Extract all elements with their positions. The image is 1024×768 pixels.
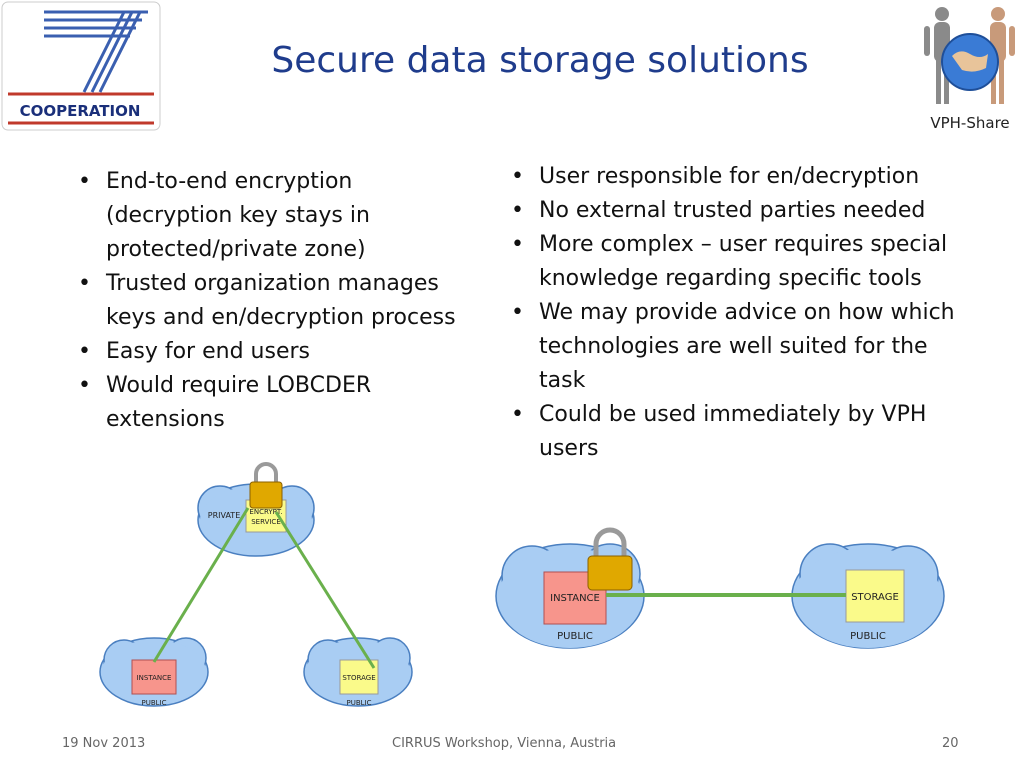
- public-label: PUBLIC: [850, 631, 886, 642]
- instance-label: INSTANCE: [137, 674, 172, 682]
- padlock-icon: [587, 527, 633, 591]
- right-bullet: No external trusted parties needed: [507, 194, 977, 228]
- page-number: 20: [942, 736, 959, 751]
- left-bullet-list: End-to-end encryption (decryption key st…: [74, 165, 474, 437]
- left-bullet: Easy for end users: [74, 335, 474, 369]
- right-bullet: Could be used immediately by VPH users: [507, 398, 977, 466]
- padlock-icon: [249, 462, 283, 509]
- footer-date: 19 Nov 2013: [62, 736, 146, 751]
- vph-share-logo: VPH-Share: [924, 7, 1015, 132]
- cooperation-logo-text: COOPERATION: [20, 102, 141, 120]
- right-bullet: We may provide advice on how which techn…: [507, 296, 977, 398]
- slide-title: Secure data storage solutions: [271, 40, 809, 81]
- public-label: PUBLIC: [557, 631, 593, 642]
- right-bullet: More complex – user requires special kno…: [507, 228, 977, 296]
- left-bullet: End-to-end encryption (decryption key st…: [74, 165, 474, 267]
- left-bullet: Trusted organization manages keys and en…: [74, 267, 474, 335]
- service-label: SERVICE: [251, 518, 281, 526]
- instance-label: INSTANCE: [550, 593, 600, 604]
- storage-box: [339, 659, 379, 695]
- storage-label: STORAGE: [851, 592, 899, 603]
- storage-box: [845, 569, 905, 623]
- link-line: [152, 507, 250, 663]
- public-label: PUBLIC: [142, 699, 167, 707]
- right-bullet-list: User responsible for en/decryption No ex…: [507, 160, 977, 466]
- instance-box: [131, 659, 177, 695]
- storage-label: STORAGE: [342, 674, 375, 682]
- vph-share-logo-text: VPH-Share: [930, 114, 1009, 132]
- public-label: PUBLIC: [347, 699, 372, 707]
- encryption-service-diagram: PRIVATE ENCRYPT. SERVICE INSTANCE PUBLIC…: [99, 462, 413, 707]
- left-bullet: Would require LOBCDER extensions: [74, 369, 474, 437]
- link-line: [274, 511, 376, 669]
- fp7-cooperation-logo: COOPERATION: [1, 1, 161, 131]
- private-label: PRIVATE: [208, 511, 241, 520]
- right-bullet: User responsible for en/decryption: [507, 160, 977, 194]
- encrypt-label: ENCRYPT.: [249, 508, 282, 516]
- direct-storage-diagram: INSTANCE PUBLIC STORAGE PUBLIC: [495, 527, 945, 649]
- footer-event: CIRRUS Workshop, Vienna, Austria: [392, 736, 617, 751]
